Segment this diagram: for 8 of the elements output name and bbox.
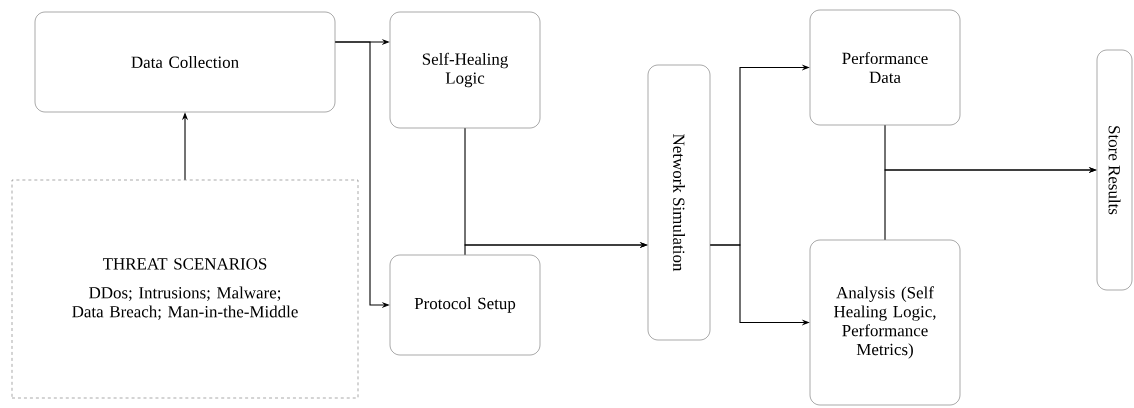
process-box: Protocol Setup [389,254,541,356]
process-box: Performance Data [809,9,961,126]
process-box: Network Simulation [647,64,711,341]
process-box: Store Results [1096,49,1133,291]
process-box: Self-Healing Logic [389,11,541,129]
process-box: Analysis (Self Healing Logic, Performance Metrics) [809,239,961,406]
process-box: Data Collection [34,11,336,113]
scenario-box: THREAT SCENARIOS DDos; Intrusions; Malware; Data Breach; Man-in-the-Middle [11,179,359,399]
